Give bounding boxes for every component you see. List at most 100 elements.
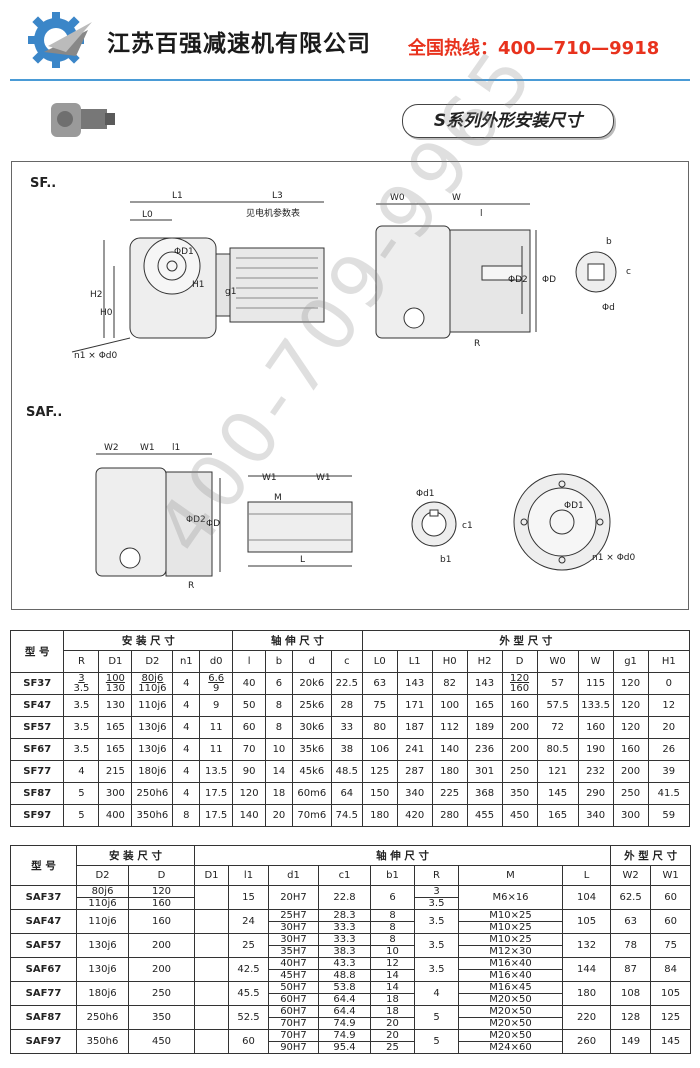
drawing-panel: SF.. SAF.. L1 L3 见电机参数表 L0 ΦD1 H2 H0 xyxy=(11,161,689,610)
cell-line: 25 xyxy=(386,1042,399,1053)
model-cell: SAF77 xyxy=(10,981,77,1006)
cell-line: 6.6 xyxy=(208,672,225,684)
cell-line: 160 xyxy=(151,898,172,909)
table-cell: 22.5 xyxy=(330,672,363,695)
table-cell: 160 xyxy=(612,738,649,761)
table-cell: 260 xyxy=(561,1029,612,1054)
sf-tag: SF.. xyxy=(30,176,57,191)
cell-line: M16×40 xyxy=(489,970,532,981)
table-cell: 171 xyxy=(396,694,433,717)
column-header: d1 xyxy=(268,865,319,886)
table-cell: 4 xyxy=(172,782,201,805)
table-cell: 112 xyxy=(431,716,468,739)
table-cell: 128 xyxy=(610,1005,652,1030)
hotline: 全国热线：400—710—9918 xyxy=(408,38,660,59)
table-cell: 121 xyxy=(536,760,579,783)
table-cell: 24 xyxy=(228,909,269,934)
table-cell: 250 xyxy=(128,981,195,1006)
table-cell: 35k6 xyxy=(291,738,332,761)
column-header: c xyxy=(330,650,363,673)
column-header: b xyxy=(265,650,293,673)
column-header: n1 xyxy=(172,650,201,673)
cell-line: 33.3 xyxy=(319,934,370,946)
cell-line: 12 xyxy=(371,958,414,970)
table-cell: 84 xyxy=(650,957,692,982)
technical-drawing: L1 L3 见电机参数表 L0 ΦD1 H2 H0 H1 g1 n1 × Φd0… xyxy=(71,191,635,591)
model-cell: SF57 xyxy=(9,716,65,739)
table-cell: 17.5 xyxy=(199,782,234,805)
table-cell: 62.5 xyxy=(610,885,652,910)
cell-line: 160 xyxy=(509,682,530,694)
column-header: L1 xyxy=(396,650,433,673)
dim-b: b xyxy=(606,237,612,247)
column-header: d0 xyxy=(199,650,234,673)
table-cell: 200 xyxy=(501,716,538,739)
table-cell xyxy=(194,1029,229,1054)
table-cell: 90 xyxy=(232,760,267,783)
table-cell: 455 xyxy=(466,804,503,827)
table-cell: 78 xyxy=(610,933,652,958)
table-cell: 9 xyxy=(199,694,234,717)
dim-H1: H1 xyxy=(192,280,205,290)
cell-line: 25H7 xyxy=(269,910,318,922)
cell-line: 64.4 xyxy=(319,1006,370,1018)
table-cell: 26 xyxy=(647,738,691,761)
table-cell: 106 xyxy=(361,738,398,761)
table-cell: 340 xyxy=(577,804,614,827)
cell-line: 60H7 xyxy=(280,994,307,1005)
cell-line: 8 xyxy=(371,910,414,922)
table-cell: 57 xyxy=(536,672,579,695)
cell-line: M24×60 xyxy=(489,1042,532,1053)
flange-view xyxy=(513,473,611,571)
table-cell: 236 xyxy=(466,738,503,761)
table-cell: 3.5 xyxy=(414,909,459,934)
table-cell: 3.5 xyxy=(414,957,459,982)
table-cell: 130j6 xyxy=(76,957,129,982)
column-header: D2 xyxy=(76,865,129,886)
cell-line: 20 xyxy=(386,1018,399,1029)
dim-l1: l1 xyxy=(172,443,180,453)
dim-L0: L0 xyxy=(142,210,153,220)
table-cell: 5 xyxy=(63,782,100,805)
table-cell: 74.5 xyxy=(330,804,363,827)
table-cell: 20H7 xyxy=(268,885,319,910)
table-cell: 108 xyxy=(610,981,652,1006)
table-cell: 120 xyxy=(612,694,649,717)
cell-line: M10×25 xyxy=(489,922,532,933)
table-cell: 38 xyxy=(330,738,363,761)
shaft-section xyxy=(575,251,617,293)
table-cell: 225 xyxy=(431,782,468,805)
dim-W: W xyxy=(452,193,461,203)
dim-L1: L1 xyxy=(172,191,183,201)
cell-line: M16×45 xyxy=(459,982,562,994)
table-cell: 160 xyxy=(501,694,538,717)
table-cell: 4 xyxy=(172,760,201,783)
header-divider xyxy=(10,79,690,81)
table-cell: 14 xyxy=(265,760,293,783)
section-title: S系列外形安装尺寸 xyxy=(402,104,614,138)
dim-D1: ΦD1 xyxy=(174,247,194,257)
dim-g1: g1 xyxy=(225,287,236,297)
table-cell: 8 xyxy=(265,716,293,739)
table-cell: 75 xyxy=(650,933,692,958)
motor-note: 见电机参数表 xyxy=(246,207,300,219)
table-cell: 287 xyxy=(396,760,433,783)
column-header: W2 xyxy=(610,865,652,886)
table-cell xyxy=(194,933,229,958)
table-cell: 63 xyxy=(361,672,398,695)
page-header: 江苏百强减速机有限公司 全国热线：400—710—9918 xyxy=(0,0,700,81)
table-cell: 130j6 xyxy=(131,716,174,739)
table-cell: 20 xyxy=(647,716,691,739)
